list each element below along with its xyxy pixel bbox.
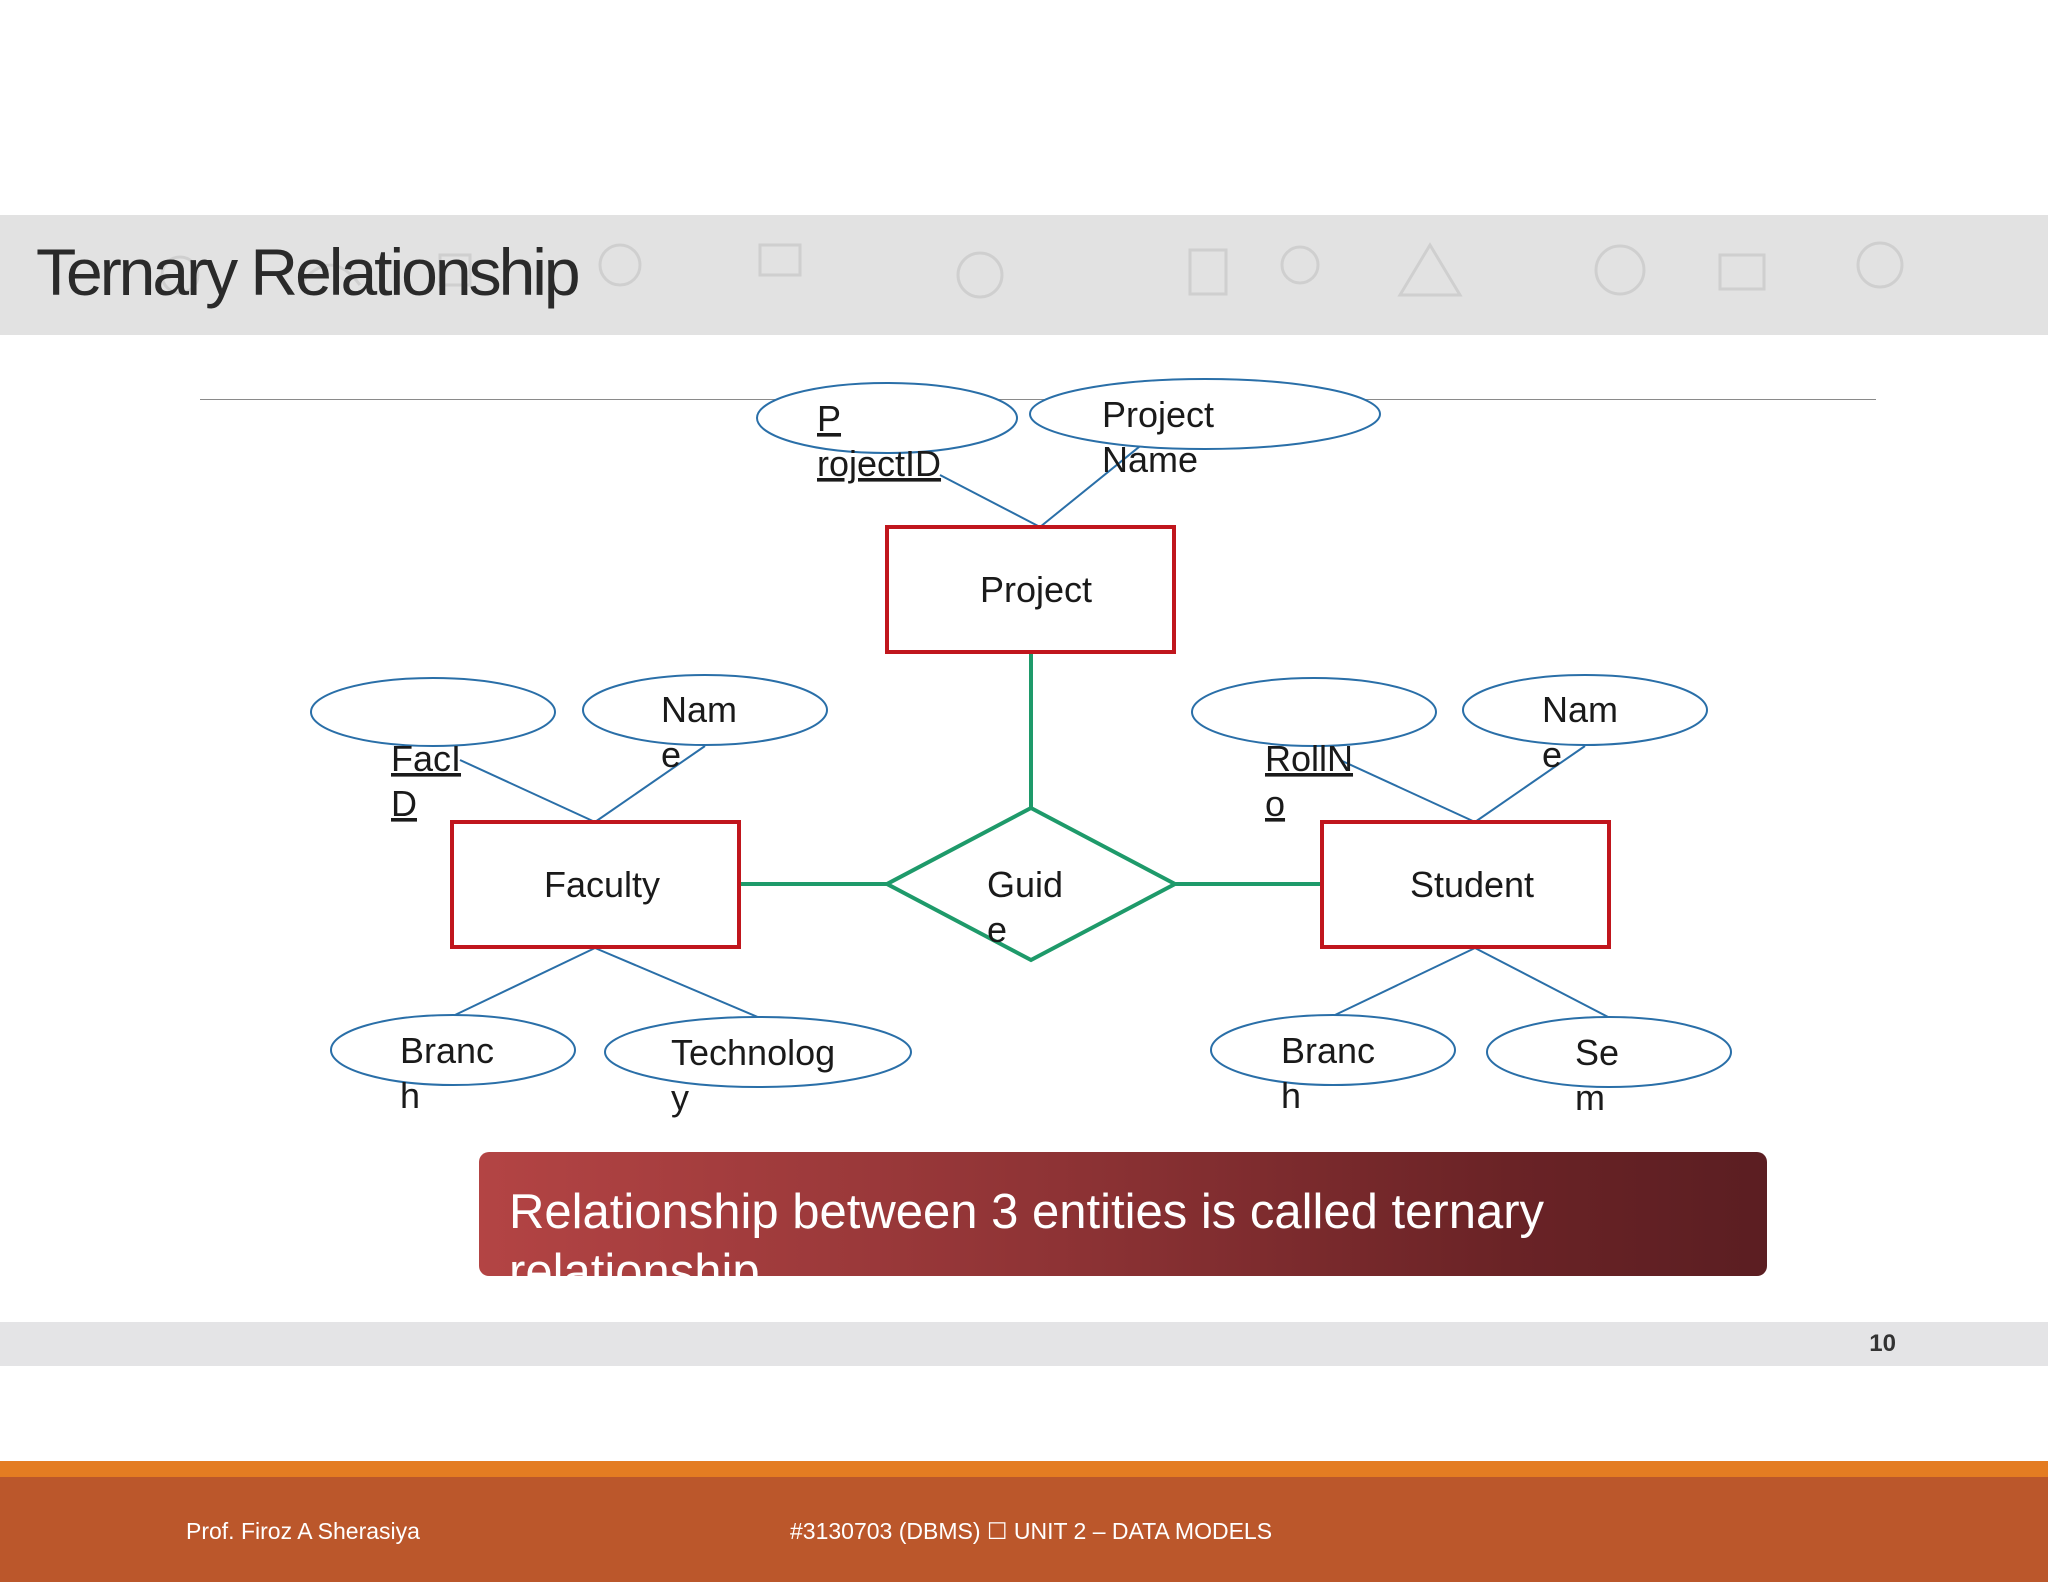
attribute-faculty-technology-label-1: Technolog	[671, 1032, 835, 1073]
attribute-student-branch-label-2: h	[1281, 1075, 1301, 1116]
connector-facid	[459, 759, 596, 823]
page-number: 10	[1869, 1330, 1896, 1357]
relationship-guide-label-2: e	[987, 909, 1007, 950]
attribute-faculty-technology-label-2: y	[671, 1077, 689, 1118]
attribute-projectname-label-2: Name	[1102, 439, 1198, 480]
attribute-facid	[310, 677, 556, 747]
attribute-faculty-name-label-2: e	[661, 734, 681, 775]
bottom-band	[0, 1322, 2048, 1366]
attribute-student-sem	[1486, 1016, 1732, 1088]
attribute-student-name-label-1: Nam	[1542, 689, 1618, 730]
doodle-background	[160, 241, 1904, 299]
footer-bar	[0, 1477, 2048, 1582]
attribute-student-branch	[1210, 1014, 1456, 1086]
attribute-rollno-label-1: RollN	[1265, 738, 1353, 779]
connector-faculty-branch	[454, 947, 596, 1016]
slide-title: Ternary Relationship	[36, 235, 581, 309]
entity-faculty	[450, 820, 741, 949]
attribute-projectid-label-2: rojectID	[817, 443, 941, 484]
connector-projectid	[939, 474, 1041, 528]
attribute-projectname	[1029, 378, 1381, 450]
entity-faculty-label: Faculty	[544, 864, 660, 905]
footer-stripe	[0, 1461, 2048, 1477]
attribute-faculty-name	[582, 674, 828, 746]
definition-callout: Relationship between 3 entities is calle…	[479, 1152, 1767, 1276]
entity-student-label: Student	[1410, 864, 1534, 905]
connector-student-sem	[1474, 947, 1611, 1019]
attribute-student-branch-label-1: Branc	[1281, 1030, 1375, 1071]
attribute-faculty-branch	[330, 1014, 576, 1086]
entity-project	[885, 525, 1176, 654]
connector-student-name	[1474, 745, 1586, 823]
entity-project-label: Project	[980, 569, 1092, 610]
attribute-projectname-label-1: Project	[1102, 394, 1214, 435]
attribute-facid-label-1: FacI	[391, 738, 461, 779]
title-divider	[200, 399, 1876, 400]
attribute-student-sem-label-1: Se	[1575, 1032, 1619, 1073]
attribute-faculty-branch-label-2: h	[400, 1075, 420, 1116]
connector-faculty-technology	[594, 947, 761, 1019]
attribute-faculty-technology	[604, 1016, 912, 1088]
attribute-rollno	[1191, 677, 1437, 747]
relationship-guide	[882, 805, 1180, 963]
definition-callout-text: Relationship between 3 entities is calle…	[509, 1185, 1545, 1276]
attribute-student-sem-label-2: m	[1575, 1077, 1605, 1118]
attribute-rollno-label-2: o	[1265, 783, 1285, 824]
connector-faculty-name	[594, 745, 706, 823]
attribute-projectid	[756, 382, 1018, 454]
connector-rollno	[1339, 759, 1476, 823]
attribute-facid-label-2: D	[391, 783, 417, 824]
attribute-faculty-name-label-1: Nam	[661, 689, 737, 730]
connector-student-branch	[1334, 947, 1476, 1016]
footer-course: #3130703 (DBMS) ☐ UNIT 2 – DATA MODELS	[790, 1518, 1273, 1544]
attribute-student-name-label-2: e	[1542, 734, 1562, 775]
entity-student	[1320, 820, 1611, 949]
relationship-guide-label-1: Guid	[987, 864, 1063, 905]
title-band	[0, 215, 2048, 335]
attribute-projectid-label-1: P	[817, 398, 841, 439]
footer-author: Prof. Firoz A Sherasiya	[186, 1518, 420, 1544]
attribute-student-name	[1462, 674, 1708, 746]
attribute-faculty-branch-label-1: Branc	[400, 1030, 494, 1071]
